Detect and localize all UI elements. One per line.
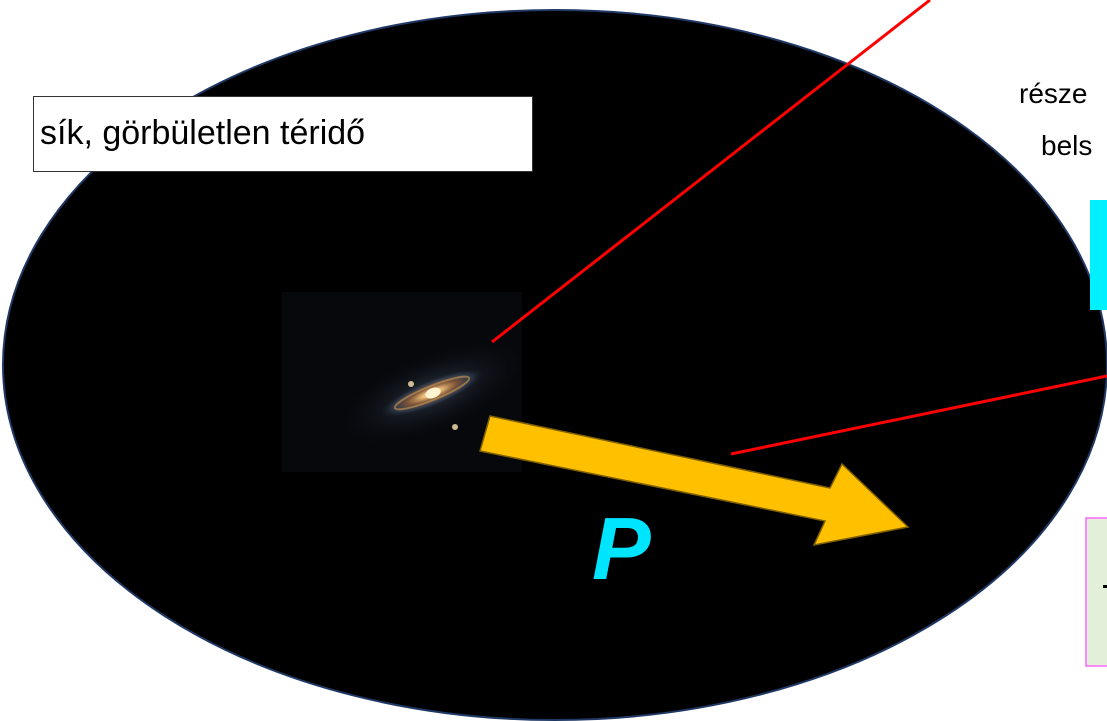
momentum-label: P	[592, 505, 651, 593]
cyan-glyph-fragment	[1090, 200, 1107, 310]
plane-label: sík, görbületlen téridő	[40, 114, 365, 152]
right-text-line-2: bels	[1041, 130, 1092, 162]
side-box-fragment	[1086, 518, 1107, 666]
plane-label-box: sík, görbületlen téridő	[33, 96, 533, 172]
side-box-text-fragment	[1103, 585, 1107, 588]
right-text-line-1: része	[1019, 78, 1087, 110]
